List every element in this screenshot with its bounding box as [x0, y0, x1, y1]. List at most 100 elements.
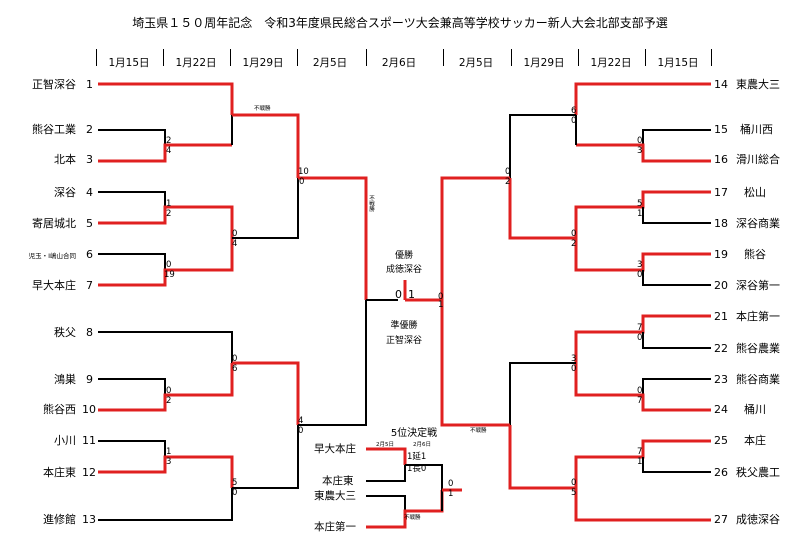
match-date: 2月5日: [376, 442, 394, 448]
team-name: 桶川西: [740, 123, 773, 136]
bracket-line: [98, 378, 166, 395]
forfeit-label: 不戦勝: [254, 106, 271, 112]
bracket-line: [642, 457, 711, 473]
header-divider: [711, 49, 712, 66]
team-name: 本庄東: [43, 466, 76, 479]
score: 3: [637, 146, 643, 156]
score: 4: [298, 416, 304, 426]
bracket-line: [98, 82, 234, 115]
score: 1長0: [407, 464, 427, 474]
bracket-line: [98, 253, 166, 270]
score: 0: [571, 364, 577, 374]
winner-team: 成徳深谷: [385, 265, 422, 275]
team-name: 深谷: [54, 186, 76, 199]
header-divider: [230, 49, 231, 66]
final-score: 1: [408, 288, 415, 301]
team-number: 5: [86, 217, 93, 230]
bracket-line: [98, 331, 233, 363]
team-name: 熊谷工業: [32, 123, 76, 136]
team-number: 22: [714, 342, 728, 355]
team-name: 熊谷: [744, 248, 766, 261]
team-name: 深谷商業: [736, 217, 780, 230]
final-score: 0: [395, 288, 402, 301]
team-number: 17: [714, 186, 728, 199]
team-number: 7: [86, 279, 93, 292]
score: 7: [637, 447, 643, 457]
team-number: 18: [714, 217, 728, 230]
bracket-line: [366, 447, 407, 465]
score: 3: [166, 457, 172, 467]
header-divider: [511, 49, 512, 66]
score: 3: [571, 354, 577, 364]
bracket-line: [232, 113, 300, 178]
team-name: 本庄第一: [736, 310, 780, 323]
bracket-line: [98, 129, 166, 145]
score: 2: [166, 209, 172, 219]
team-number: 15: [714, 123, 728, 136]
bracket-line: [98, 455, 234, 488]
team-number: 27: [714, 513, 728, 526]
header-divider: [645, 49, 646, 66]
bracket-line: [508, 178, 576, 240]
team-name: 熊谷西: [43, 403, 76, 416]
round-header-l1: 1月15日: [108, 57, 150, 69]
bracket-line: [642, 378, 711, 395]
score: 1: [166, 199, 172, 209]
score: 1: [438, 300, 444, 310]
team-name: 本庄第一: [314, 521, 356, 533]
team-name: 東農大三: [736, 78, 780, 91]
score: 0: [637, 136, 643, 146]
team-name: 秩父: [54, 326, 76, 339]
score: 0: [448, 479, 454, 489]
bracket-line: [98, 488, 233, 521]
score: 0: [571, 229, 577, 239]
team-name: 桶川: [744, 403, 766, 416]
score: 0: [571, 116, 577, 126]
score: 2: [571, 239, 577, 249]
score: 6: [232, 364, 238, 374]
score: 10: [298, 167, 309, 177]
team-name: 本庄東: [322, 475, 354, 487]
score: 7: [637, 396, 643, 406]
team-name: 松山: [744, 186, 766, 199]
team-number: 3: [86, 153, 93, 166]
bracket-line: [642, 332, 711, 349]
score: 0: [505, 167, 511, 177]
bracket-line: [232, 425, 299, 489]
team-name: 進修館: [43, 513, 76, 526]
bracket-line: [574, 488, 711, 522]
score: 0: [298, 426, 304, 436]
bracket-line: [440, 176, 510, 300]
header-divider: [443, 49, 444, 66]
team-number: 2: [86, 123, 93, 136]
score: 0: [232, 354, 238, 364]
winner-label: 優勝: [394, 251, 413, 261]
team-number: 26: [714, 466, 728, 479]
team-name: 深谷第一: [736, 279, 780, 292]
bracket-line: [405, 464, 443, 480]
team-name: 秩父農工: [736, 466, 780, 479]
score: 0: [232, 488, 238, 498]
bracket-line: [642, 129, 711, 145]
bracket-line: [642, 270, 711, 286]
fifth-place-title: 5位決定戦: [390, 428, 438, 439]
bracket-line: [440, 300, 510, 427]
team-name: 熊谷商業: [736, 373, 780, 386]
score: 0: [637, 386, 643, 396]
team-number: 10: [82, 403, 96, 416]
bracket-line: [298, 176, 368, 300]
match-date: 2月6日: [413, 442, 431, 448]
score: 5: [571, 488, 577, 498]
round-header-l4: 2月5日: [312, 57, 348, 69]
bracket-line: [574, 82, 711, 115]
team-name: 本庄: [744, 434, 766, 447]
header-divider: [163, 49, 164, 66]
score: 5: [637, 199, 643, 209]
bracket-line: [98, 191, 166, 207]
score: 0: [637, 270, 643, 280]
bracket-line: [642, 207, 711, 224]
round-header-r2: 1月22日: [590, 57, 632, 69]
team-name: 早大本庄: [32, 279, 76, 292]
team-number: 11: [82, 434, 96, 447]
